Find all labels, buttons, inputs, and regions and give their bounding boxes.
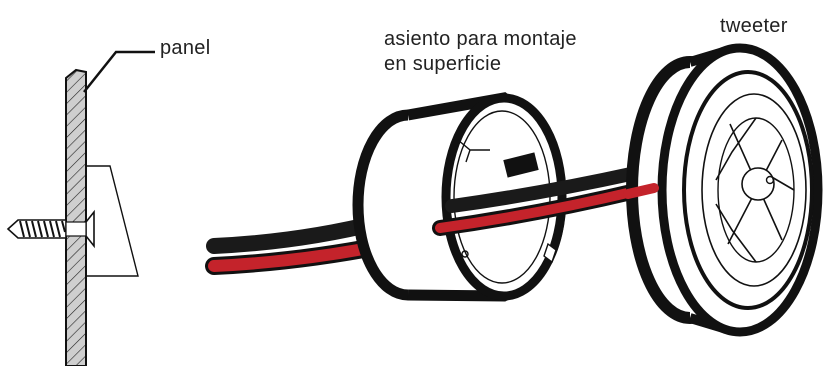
cable-right-end <box>623 183 659 199</box>
surface-mount-label-line2: en superficie <box>384 53 502 75</box>
surface-mount-label: asiento para montaje en superficie <box>384 27 577 77</box>
surface-mount-label-line1: asiento para montaje <box>384 28 577 50</box>
panel-leader-line <box>83 50 155 93</box>
tweeter <box>626 43 823 337</box>
tweeter-label: tweeter <box>720 15 788 37</box>
panel-label: panel <box>160 37 211 59</box>
screw-icon <box>6 209 95 249</box>
bracket-outline <box>86 165 139 277</box>
panel-section <box>65 68 87 366</box>
cable-middle <box>432 165 648 236</box>
